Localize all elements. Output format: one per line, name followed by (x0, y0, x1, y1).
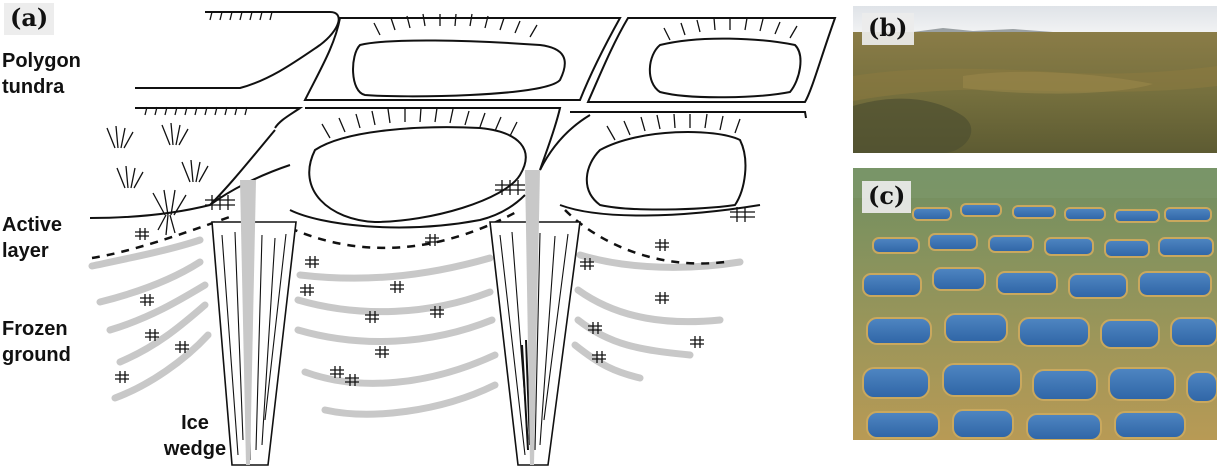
frozen-ground-line-1: Frozen (2, 316, 112, 342)
panel-label-c: (c) (862, 181, 911, 213)
ice-wedge-line-1: Ice (150, 410, 240, 436)
active-layer-label: Active layer (2, 212, 92, 264)
panel-label-b: (b) (862, 13, 914, 45)
rim-hatches (145, 12, 797, 140)
panel-label-a: (a) (4, 3, 54, 35)
polygon-tundra-line-1: Polygon (2, 48, 132, 74)
frozen-ground-label: Frozen ground (2, 316, 112, 368)
frozen-ground-line-2: ground (2, 342, 112, 368)
polygon-tundra-label: Polygon tundra (2, 48, 132, 100)
polygon-tundra-line-2: tundra (2, 74, 132, 100)
ground-ice-symbols (115, 180, 755, 386)
ice-wedge-line-2: wedge (150, 436, 240, 462)
active-layer-line-2: layer (2, 238, 92, 264)
active-layer-line-1: Active (2, 212, 92, 238)
polygon-outlines (90, 12, 835, 227)
ice-wedge-label: Ice wedge (150, 410, 240, 462)
frozen-ground-bands (92, 240, 740, 414)
active-layer-boundary (92, 210, 725, 263)
